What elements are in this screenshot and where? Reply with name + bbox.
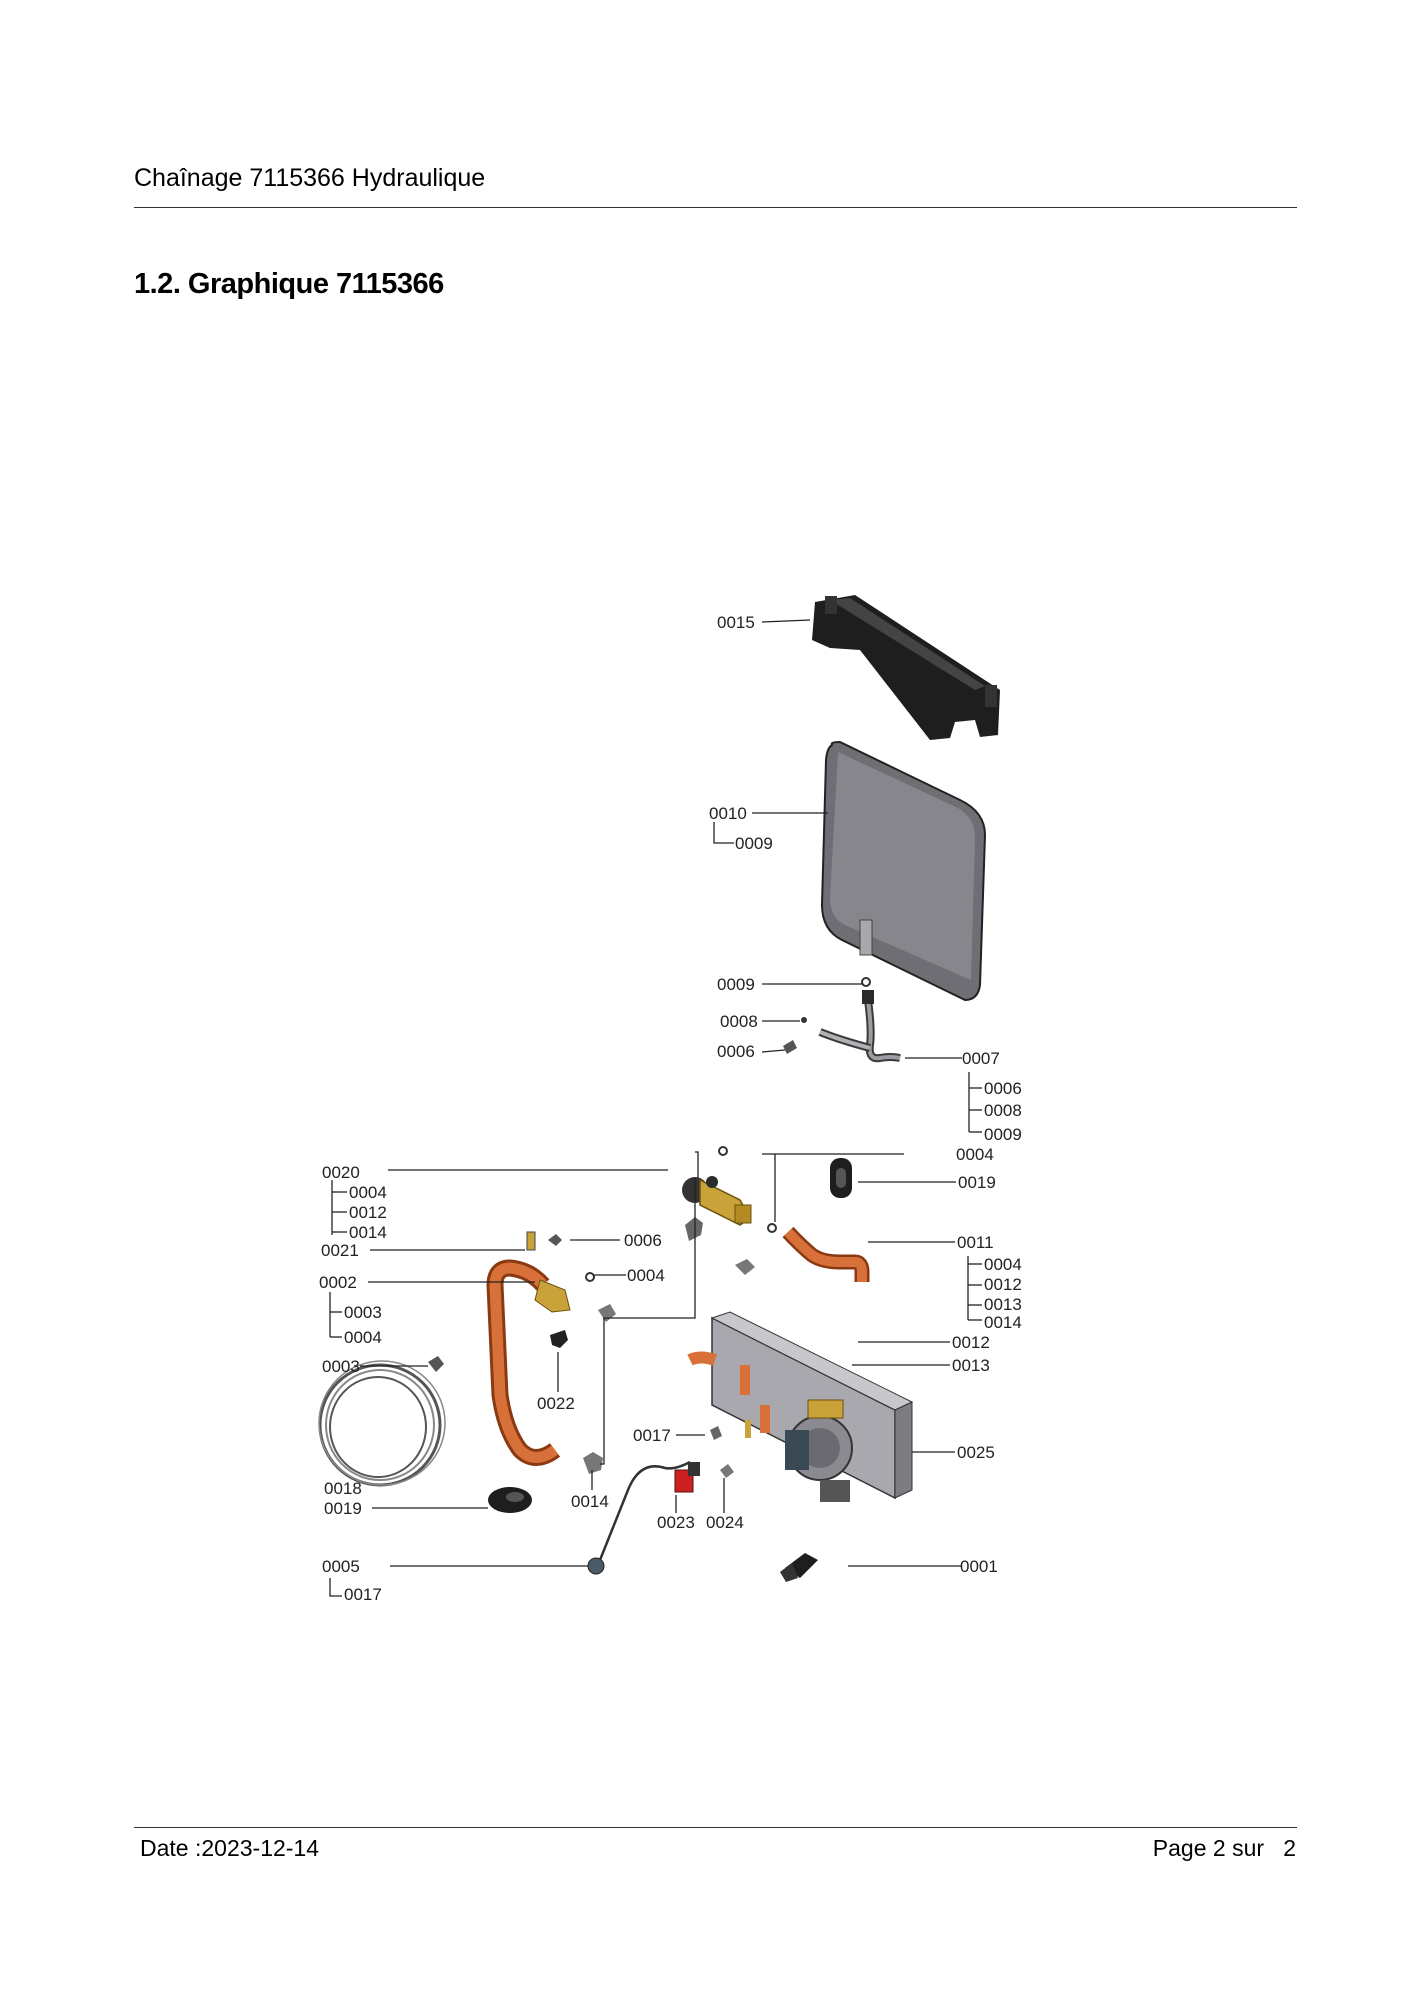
hydraulic-block-pump-part <box>687 1311 914 1502</box>
seal-ring-part <box>861 977 871 987</box>
label-0006: 0006 <box>624 1231 662 1250</box>
label-0009: 0009 <box>717 975 755 994</box>
footer-page-number: Page 2 sur 2 <box>1153 1835 1296 1862</box>
label-0021: 0021 <box>321 1241 359 1260</box>
page-total: 2 <box>1283 1835 1296 1861</box>
label-0004: 0004 <box>349 1183 387 1202</box>
clip-part <box>783 1040 797 1054</box>
copper-pipe-part <box>486 1259 595 1466</box>
label-0004: 0004 <box>984 1255 1022 1274</box>
label-0011: 0011 <box>957 1233 994 1252</box>
label-0015: 0015 <box>717 613 755 632</box>
label-0014: 0014 <box>571 1492 609 1511</box>
label-0009: 0009 <box>735 834 773 853</box>
label-0003: 0003 <box>322 1357 360 1376</box>
label-0019: 0019 <box>958 1173 996 1192</box>
page-prefix: Page 2 sur <box>1152 1835 1265 1861</box>
expansion-vessel-part <box>820 740 987 1002</box>
label-0018: 0018 <box>324 1479 362 1498</box>
clip-part <box>598 1217 755 1322</box>
label-0023: 0023 <box>657 1513 695 1532</box>
label-0019: 0019 <box>324 1499 362 1518</box>
label-0006: 0006 <box>717 1042 755 1061</box>
label-0013: 0013 <box>952 1356 990 1375</box>
label-0010: 0010 <box>709 804 747 823</box>
footer-date: Date :2023-12-14 <box>140 1835 320 1861</box>
brass-elbow-part <box>682 1146 752 1226</box>
label-0005: 0005 <box>322 1557 360 1576</box>
label-0004: 0004 <box>344 1328 382 1347</box>
label-0020: 0020 <box>322 1163 360 1182</box>
label-0007: 0007 <box>962 1049 1000 1068</box>
label-0008: 0008 <box>984 1101 1022 1120</box>
label-0014: 0014 <box>984 1313 1022 1332</box>
fitting-part <box>428 1356 444 1372</box>
small-seal-part <box>801 1017 807 1023</box>
label-0017: 0017 <box>633 1426 671 1445</box>
document-header-title: Chaînage 7115366 Hydraulique <box>134 164 486 192</box>
label-0009: 0009 <box>984 1125 1022 1144</box>
label-0024: 0024 <box>706 1513 744 1532</box>
coiled-tube-part <box>318 1360 446 1487</box>
label-0003: 0003 <box>344 1303 382 1322</box>
label-0006: 0006 <box>984 1079 1022 1098</box>
label-0022: 0022 <box>537 1394 575 1413</box>
label-0012: 0012 <box>952 1333 990 1352</box>
grommet-part <box>830 1158 852 1198</box>
header-divider <box>134 207 1297 208</box>
drain-hose-part <box>780 1553 818 1582</box>
label-0017: 0017 <box>344 1585 382 1604</box>
label-0012: 0012 <box>349 1203 387 1222</box>
footer-divider <box>134 1827 1297 1828</box>
label-0004: 0004 <box>956 1145 994 1164</box>
drain-valve-part <box>526 1231 562 1251</box>
bracket-part <box>812 595 1000 740</box>
label-0008: 0008 <box>720 1012 758 1031</box>
flexible-hose-part <box>818 990 901 1063</box>
label-0004: 0004 <box>627 1266 665 1285</box>
part-number-labels: 0015 0010 0009 0009 0008 0006 0007 0006 … <box>319 613 1022 1604</box>
label-0001: 0001 <box>960 1557 998 1576</box>
label-0025: 0025 <box>957 1443 995 1462</box>
label-0014: 0014 <box>349 1223 387 1242</box>
label-0002: 0002 <box>319 1273 357 1292</box>
clip-part <box>720 1464 734 1478</box>
section-title: 1.2. Graphique 7115366 <box>134 268 444 300</box>
label-0013: 0013 <box>984 1295 1022 1314</box>
safety-valve-part <box>674 1462 700 1493</box>
leader-lines <box>329 619 982 1597</box>
label-0012: 0012 <box>984 1275 1022 1294</box>
copper-pipe-part <box>767 1223 870 1282</box>
clip-part <box>583 1452 603 1474</box>
nipple-part <box>550 1330 568 1348</box>
